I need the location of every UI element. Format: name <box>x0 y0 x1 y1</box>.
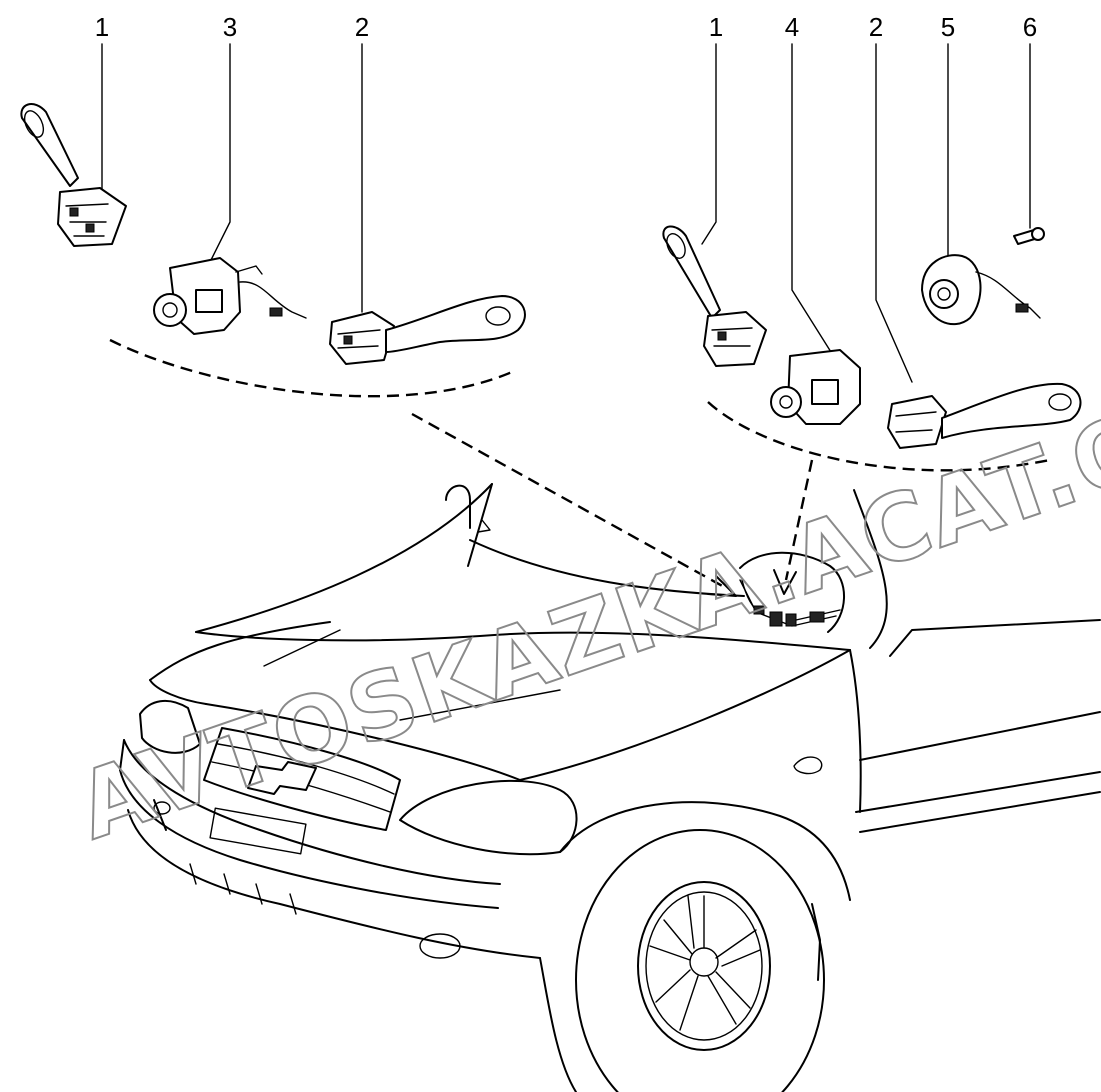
callout-group-left: 1 3 2 <box>95 12 369 313</box>
callout-group-right: 1 4 2 5 6 <box>701 12 1037 383</box>
watermark-text: AVTOSKAZKA.ACAT.ONLINE <box>65 287 1101 860</box>
leader-line-3 <box>209 43 231 263</box>
leader-line-1-right <box>701 43 717 245</box>
callout-number-1-left: 1 <box>95 12 109 42</box>
callout-number-5: 5 <box>941 12 955 42</box>
wiper-stalk-right <box>887 382 1082 449</box>
ignition-lock-left <box>153 257 307 335</box>
callout-number-2-right: 2 <box>869 12 883 42</box>
turn-signal-stalk-right <box>662 225 767 367</box>
leader-line-2-right <box>875 43 913 383</box>
callout-number-2-left: 2 <box>355 12 369 42</box>
front-wheel <box>575 829 825 1092</box>
callout-number-4: 4 <box>785 12 799 42</box>
dashed-arrow-right <box>784 459 814 581</box>
steering-column-cluster <box>741 579 841 627</box>
leader-line-4 <box>791 43 837 361</box>
clock-spring-ring <box>921 254 1041 326</box>
arrow-head-right <box>773 569 797 595</box>
screw-part <box>1013 227 1045 245</box>
turn-signal-stalk-left <box>20 103 127 247</box>
wiper-stalk-left <box>329 295 526 365</box>
assembly-arc-left <box>109 338 513 398</box>
ignition-lock-right <box>770 349 861 425</box>
callout-number-1-right: 1 <box>709 12 723 42</box>
callout-number-3: 3 <box>223 12 237 42</box>
callout-number-6: 6 <box>1023 12 1037 42</box>
vehicle-outline <box>119 483 1101 1092</box>
dashed-arrow-left <box>411 412 727 590</box>
